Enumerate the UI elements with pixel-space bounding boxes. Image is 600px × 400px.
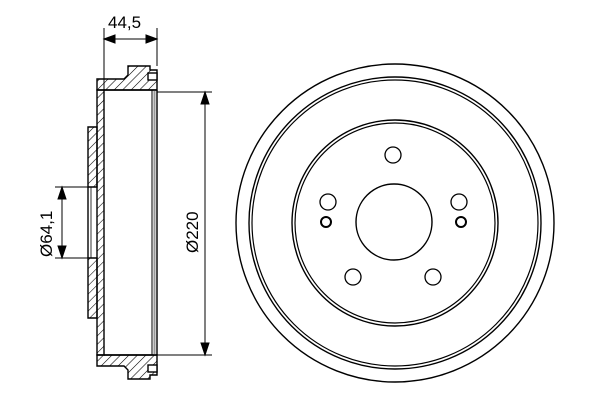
braking-surface-outer [248, 76, 542, 370]
pin-hole [320, 216, 332, 228]
front-view [235, 63, 555, 383]
width-dimension-label: 44,5 [108, 13, 141, 32]
hub-bore-dimension [55, 185, 88, 260]
side-section-view [87, 65, 158, 380]
bolt-hole [424, 268, 442, 286]
braking-surface-inner [251, 79, 539, 367]
bolt-hole [344, 268, 362, 286]
width-dimension [102, 28, 159, 90]
bolt-hole [384, 146, 402, 164]
drum-diameter-dimension-label: Ø220 [183, 211, 202, 253]
hub-bore-dimension-label: Ø64,1 [37, 211, 56, 257]
outer-rim-circle [235, 63, 555, 383]
hub-step-bottom [87, 257, 98, 319]
center-bore [355, 183, 433, 261]
drum-diameter-dimension [157, 90, 212, 357]
hub-inner-circle [294, 122, 496, 324]
pin-hole [455, 216, 467, 228]
hub-step-top [87, 126, 98, 188]
bolt-hole [450, 193, 468, 211]
hub-outer-circle [291, 119, 499, 327]
drum-wall-section [96, 89, 105, 356]
bolt-hole [319, 193, 337, 211]
